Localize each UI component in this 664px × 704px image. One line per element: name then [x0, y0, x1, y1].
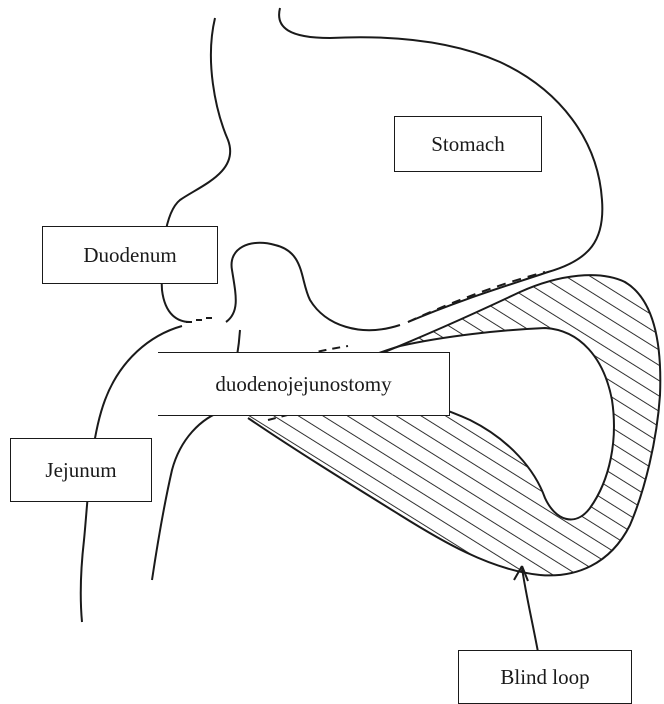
label-duodenum: Duodenum [42, 226, 218, 284]
jejunal-loop-hatched [222, 275, 660, 575]
label-stomach: Stomach [394, 116, 542, 172]
duodenal-bulb-outline [226, 243, 400, 330]
label-jejunum: Jejunum [10, 438, 152, 502]
jejunum-inner-curve [152, 410, 225, 580]
label-blind-loop: Blind loop [458, 650, 632, 704]
label-duodenojejunostomy: duodenojejunostomy [158, 352, 450, 416]
duodenal-junction-dashes [186, 318, 212, 322]
blind-loop-arrow-line [522, 568, 538, 652]
